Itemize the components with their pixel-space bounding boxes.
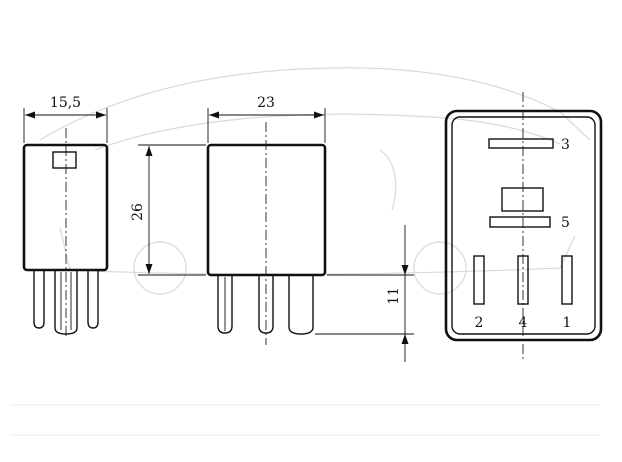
pin-length-label: 11 xyxy=(386,287,402,305)
pin-label-2: 2 xyxy=(475,315,484,331)
dimension-side-width: 15,5 xyxy=(23,95,108,143)
front-view-pin-right xyxy=(288,275,314,335)
watermark xyxy=(39,67,591,295)
front-view-body xyxy=(206,143,327,277)
front-width-label: 23 xyxy=(257,95,275,111)
pin-slot-2 xyxy=(473,255,485,305)
bottom-view-outer xyxy=(444,109,603,342)
pin-slot-4 xyxy=(517,255,529,305)
side-view-pin-center xyxy=(54,270,78,335)
dimension-front-width: 23 xyxy=(207,95,326,143)
dimension-pin-length: 11 xyxy=(315,225,414,362)
side-width-label: 15,5 xyxy=(50,95,81,111)
bottom-view-inner xyxy=(451,116,596,335)
front-height-label: 26 xyxy=(130,203,146,221)
pin-slot-5 xyxy=(489,216,551,228)
front-view-pin-left xyxy=(217,275,233,334)
side-view-pin-left xyxy=(33,270,45,329)
pin-label-1: 1 xyxy=(563,315,572,331)
center-pad xyxy=(501,187,544,212)
pin-slot-1 xyxy=(561,255,573,305)
bottom-view: 3 5 2 4 1 xyxy=(444,92,603,362)
side-view-latch xyxy=(52,151,77,169)
background-rules xyxy=(10,404,600,436)
pin-label-4: 4 xyxy=(519,315,528,331)
front-view-pin-center xyxy=(258,275,274,334)
side-view-body xyxy=(22,143,109,272)
front-view xyxy=(206,122,327,345)
pin-label-3: 3 xyxy=(561,137,570,153)
side-view-pin-right xyxy=(87,270,99,329)
pin-slot-3 xyxy=(488,138,554,149)
pin-label-5: 5 xyxy=(561,215,570,231)
dimension-front-height: 26 xyxy=(130,144,206,276)
side-view xyxy=(22,128,109,338)
